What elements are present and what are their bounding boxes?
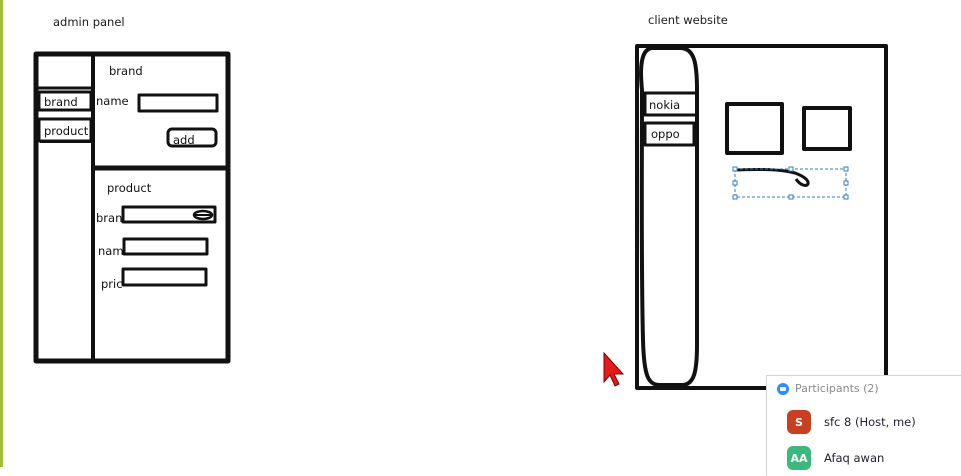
client-nav-nokia-label: nokia (649, 98, 681, 112)
zoom-icon (777, 382, 789, 395)
admin-price-field-sketch (121, 267, 208, 287)
admin-nav-brand-label: brand (44, 95, 78, 109)
admin-add-button-sketch (166, 127, 218, 148)
participant-name: sfc 8 (Host, me) (824, 415, 916, 429)
participant-row[interactable]: S sfc 8 (Host, me) (787, 410, 916, 434)
admin-product-brand-label: brand (96, 211, 124, 225)
client-website-caption: client website (648, 13, 728, 27)
mouse-cursor-icon (603, 352, 625, 387)
client-outer-frame (635, 44, 888, 390)
avatar: AA (787, 446, 811, 470)
admin-outer-frame (33, 51, 231, 364)
admin-brand-section-title: brand (109, 64, 143, 78)
client-product-card-1 (725, 102, 784, 155)
participants-panel[interactable]: Participants (2) S sfc 8 (Host, me) AA A… (766, 375, 961, 476)
admin-name-input-sketch (137, 93, 219, 113)
admin-product-name-label: name (98, 244, 124, 258)
participants-header[interactable]: Participants (2) (777, 382, 879, 395)
participant-name: Afaq awan (824, 451, 885, 465)
admin-panel-caption: admin panel (53, 15, 125, 29)
client-product-card-2 (802, 106, 852, 151)
admin-brand-name-label: name (96, 94, 129, 108)
client-scribble-stroke (735, 167, 810, 187)
client-nav-oppo-label: oppo (651, 127, 680, 141)
admin-panel-sketch (33, 51, 231, 364)
client-website-sketch (635, 44, 888, 390)
admin-nav-brand-box (37, 90, 93, 112)
client-nav-nokia-box (643, 91, 699, 117)
selection-box[interactable] (732, 166, 849, 200)
admin-name-field-sketch (122, 237, 209, 256)
admin-product-price-label: price (101, 277, 123, 291)
admin-nav-product-label: product (44, 124, 89, 138)
admin-brand-select-sketch (121, 205, 217, 224)
avatar: S (787, 410, 811, 434)
client-nav-oppo-box (643, 121, 696, 147)
participant-row[interactable]: AA Afaq awan (787, 446, 884, 470)
window-accent-strip (0, 0, 3, 467)
admin-product-section-title: product (107, 181, 152, 195)
participants-title: Participants (2) (795, 382, 879, 395)
admin-add-label: add (173, 133, 195, 147)
